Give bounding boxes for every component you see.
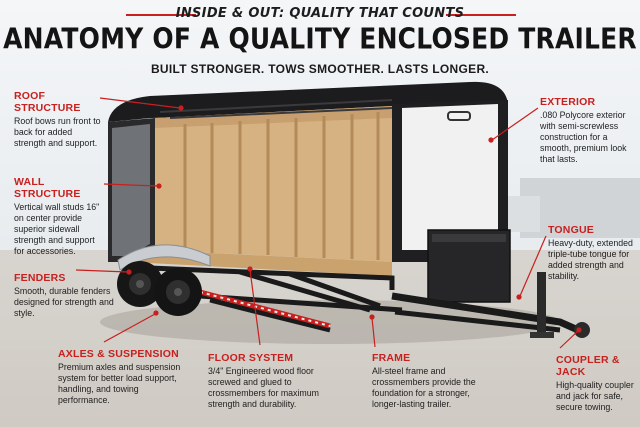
callout-floor-system: FLOOR SYSTEM 3/4" Engineered wood floor … [208, 352, 338, 410]
trailer-jack [537, 272, 546, 334]
background-building [520, 178, 640, 238]
front-nose-panel [402, 104, 498, 250]
front-handle [447, 111, 471, 121]
ground-background [0, 250, 640, 427]
callout-text: All-steel frame and crossmembers provide… [372, 366, 476, 409]
callout-coupler-jack: COUPLER & JACK High-quality coupler and … [556, 354, 638, 413]
callout-leaders [75, 97, 582, 349]
callout-title: WALL STRUCTURE [14, 176, 81, 200]
wall-studs [183, 112, 380, 260]
callout-text: Vertical wall studs 16" on center provid… [14, 202, 100, 256]
header-kicker: INSIDE & OUT: QUALITY THAT COUNTS [175, 6, 465, 21]
kicker-rule-left [126, 14, 196, 16]
interior-wall-wood [155, 106, 392, 262]
trailer-shadow [100, 300, 560, 344]
callout-text: Roof bows run front to back for added st… [14, 116, 101, 148]
kicker-rule-right [446, 14, 516, 16]
rear-door-panel [112, 124, 150, 256]
callout-title: TONGUE [548, 224, 594, 236]
callout-title: COUPLER & JACK [556, 354, 620, 378]
callout-axles-suspension: AXLES & SUSPENSION Premium axles and sus… [58, 348, 186, 406]
page-title: ANATOMY OF A QUALITY ENCLOSED TRAILER [3, 21, 637, 56]
callout-tongue: TONGUE Heavy-duty, extended triple-tube … [548, 224, 638, 282]
callout-fenders: FENDERS Smooth, durable fenders designed… [14, 272, 114, 319]
page-subtitle: BUILT STRONGER. TOWS SMOOTHER. LASTS LON… [150, 62, 490, 76]
steel-frame [149, 265, 403, 333]
callout-text: 3/4" Engineered wood floor screwed and g… [208, 366, 319, 409]
fender [117, 244, 211, 271]
wheel-front [154, 268, 202, 316]
callout-text: Heavy-duty, extended triple-tube tongue … [548, 238, 633, 281]
callout-frame: FRAME All-steel frame and crossmembers p… [372, 352, 494, 410]
callout-wall-structure: WALL STRUCTURE Vertical wall studs 16" o… [14, 176, 106, 257]
callout-exterior: EXTERIOR .080 Polycore exterior with sem… [540, 96, 636, 165]
callout-title: FRAME [372, 352, 411, 364]
roof-bows [159, 99, 393, 119]
trailer-tongue [391, 292, 580, 334]
callout-title: AXLES & SUSPENSION [58, 348, 179, 360]
callout-text: Smooth, durable fenders designed for str… [14, 286, 114, 318]
callout-title: FLOOR SYSTEM [208, 352, 294, 364]
coupler [574, 322, 590, 338]
callout-title: FENDERS [14, 272, 66, 284]
callout-text: High-quality coupler and jack for safe, … [556, 380, 634, 412]
callout-roof-structure: ROOF STRUCTURE Roof bows run front to ba… [14, 90, 102, 149]
callout-title: EXTERIOR [540, 96, 596, 108]
callout-text: Premium axles and suspension system for … [58, 362, 181, 405]
callout-title: ROOF STRUCTURE [14, 90, 81, 114]
callout-text: .080 Polycore exterior with semi-screwle… [540, 110, 627, 164]
